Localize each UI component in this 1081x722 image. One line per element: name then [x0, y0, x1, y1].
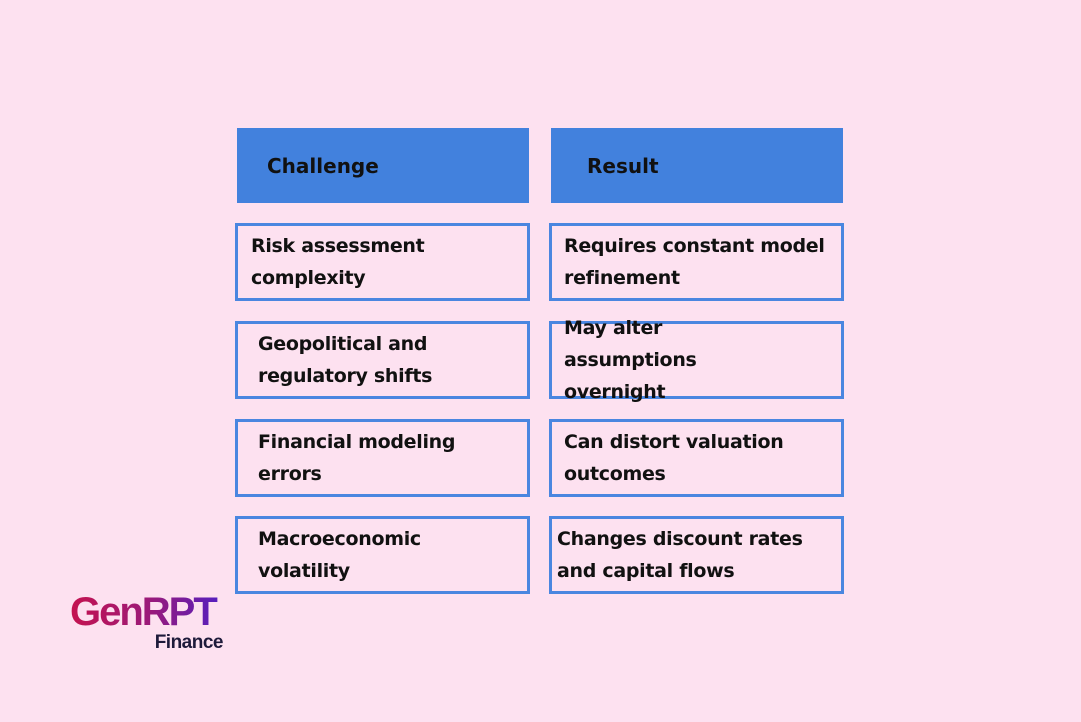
challenge-text: Macroeconomic volatility	[258, 528, 421, 582]
header-challenge: Challenge	[237, 128, 529, 203]
challenge-cell: Geopolitical and regulatory shifts	[235, 321, 530, 399]
result-text: May alter assumptions overnight	[564, 317, 697, 403]
header-result-label: Result	[587, 153, 659, 178]
logo-sub-text: Finance	[154, 632, 224, 653]
result-text: Changes discount rates and capital flows	[557, 528, 803, 582]
logo-main-text: GenRPT	[70, 590, 230, 634]
result-cell: Can distort valuation outcomes	[549, 419, 844, 497]
result-cell: May alter assumptions overnight	[549, 317, 844, 403]
challenge-cell: Macroeconomic volatility	[235, 516, 530, 594]
header-challenge-label: Challenge	[267, 153, 379, 178]
challenge-cell: Financial modeling errors	[235, 419, 530, 497]
challenge-cell: Risk assessment complexity	[235, 223, 530, 301]
genrpt-logo: GenRPT Finance	[70, 590, 230, 652]
result-text: Can distort valuation outcomes	[564, 431, 784, 485]
header-result: Result	[551, 128, 843, 203]
result-cell: Changes discount rates and capital flows	[549, 516, 844, 594]
result-cell: Requires constant model refinement	[549, 223, 844, 301]
challenge-text: Risk assessment complexity	[251, 235, 425, 289]
challenge-text: Financial modeling errors	[258, 431, 456, 485]
challenge-text: Geopolitical and regulatory shifts	[258, 333, 433, 387]
result-text: Requires constant model refinement	[564, 235, 825, 289]
